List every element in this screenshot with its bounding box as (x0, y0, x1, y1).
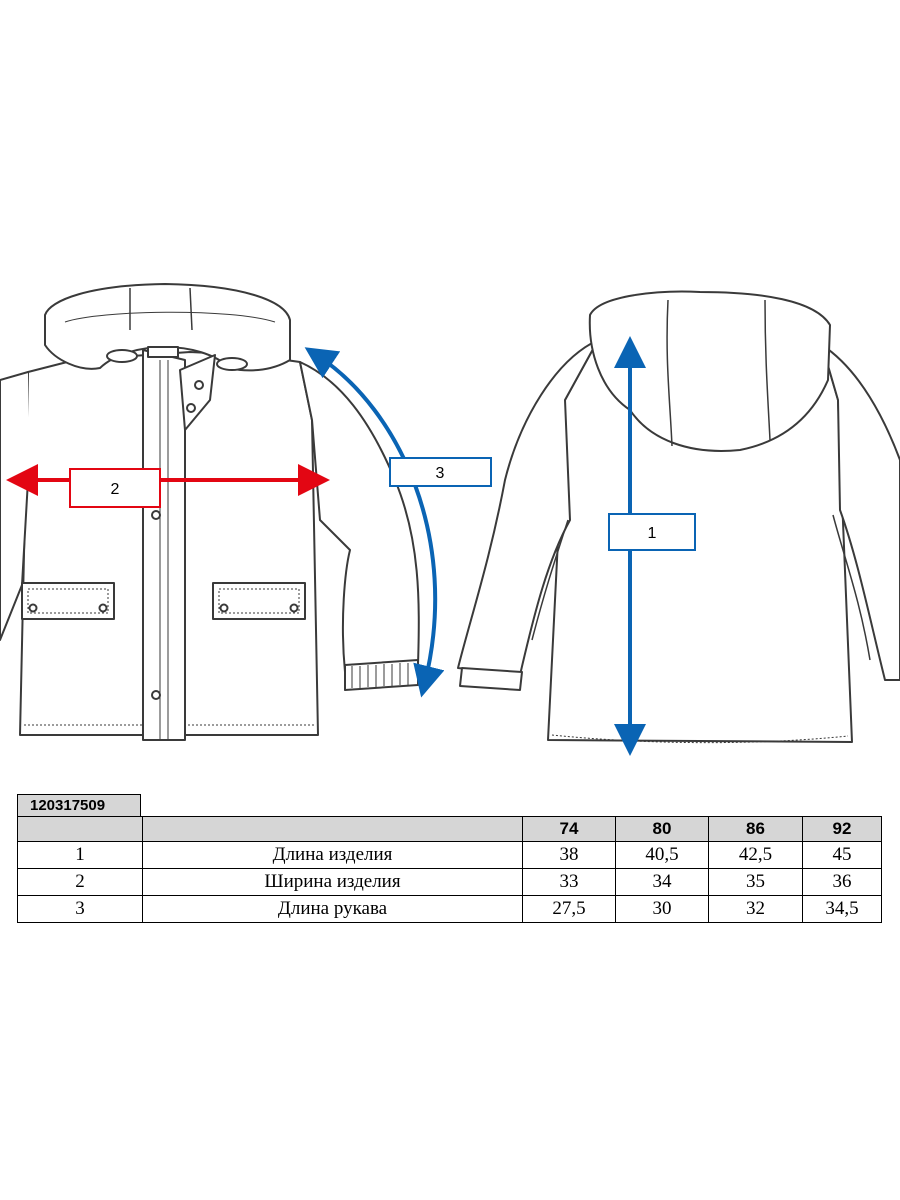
label-3-text: 3 (436, 465, 445, 482)
measurement-value: 45 (802, 841, 882, 869)
jacket-front-view (0, 283, 420, 741)
label-box-1: 1 (608, 513, 696, 551)
table-row: 3 Длина рукава 27,5 30 32 34,5 (17, 895, 882, 923)
size-header: 92 (802, 816, 882, 842)
measurement-value: 42,5 (708, 841, 803, 869)
size-header: 74 (522, 816, 616, 842)
measurement-value: 36 (802, 868, 882, 896)
label-box-2: 2 (69, 468, 161, 508)
measurement-value: 34 (615, 868, 709, 896)
jacket-technical-drawing: 2 3 1 (0, 283, 900, 756)
header-blank-num (17, 816, 143, 842)
measurement-value: 27,5 (522, 895, 616, 923)
measurements-table: 74 80 86 92 1 Длина изделия 38 40,5 42,5… (17, 816, 882, 923)
size-header-row: 74 80 86 92 (17, 816, 882, 842)
label-1-text: 1 (648, 525, 657, 542)
size-header: 80 (615, 816, 709, 842)
label-2-text: 2 (111, 481, 120, 498)
row-number: 3 (17, 895, 143, 923)
measurement-value: 30 (615, 895, 709, 923)
measurement-value: 40,5 (615, 841, 709, 869)
measurement-name: Ширина изделия (142, 868, 523, 896)
measurement-name: Длина изделия (142, 841, 523, 869)
header-blank-name (142, 816, 523, 842)
label-box-3: 3 (389, 457, 492, 487)
measurement-name: Длина рукава (142, 895, 523, 923)
table-row: 1 Длина изделия 38 40,5 42,5 45 (17, 841, 882, 869)
table-row: 2 Ширина изделия 33 34 35 36 (17, 868, 882, 896)
row-number: 2 (17, 868, 143, 896)
measurement-value: 32 (708, 895, 803, 923)
size-header: 86 (708, 816, 803, 842)
measurement-value: 34,5 (802, 895, 882, 923)
size-table: 120317509 74 80 86 92 1 Длина изделия 38… (17, 794, 882, 923)
measurement-value: 35 (708, 868, 803, 896)
article-code: 120317509 (17, 794, 141, 816)
measurement-value: 33 (522, 868, 616, 896)
row-number: 1 (17, 841, 143, 869)
measurement-value: 38 (522, 841, 616, 869)
